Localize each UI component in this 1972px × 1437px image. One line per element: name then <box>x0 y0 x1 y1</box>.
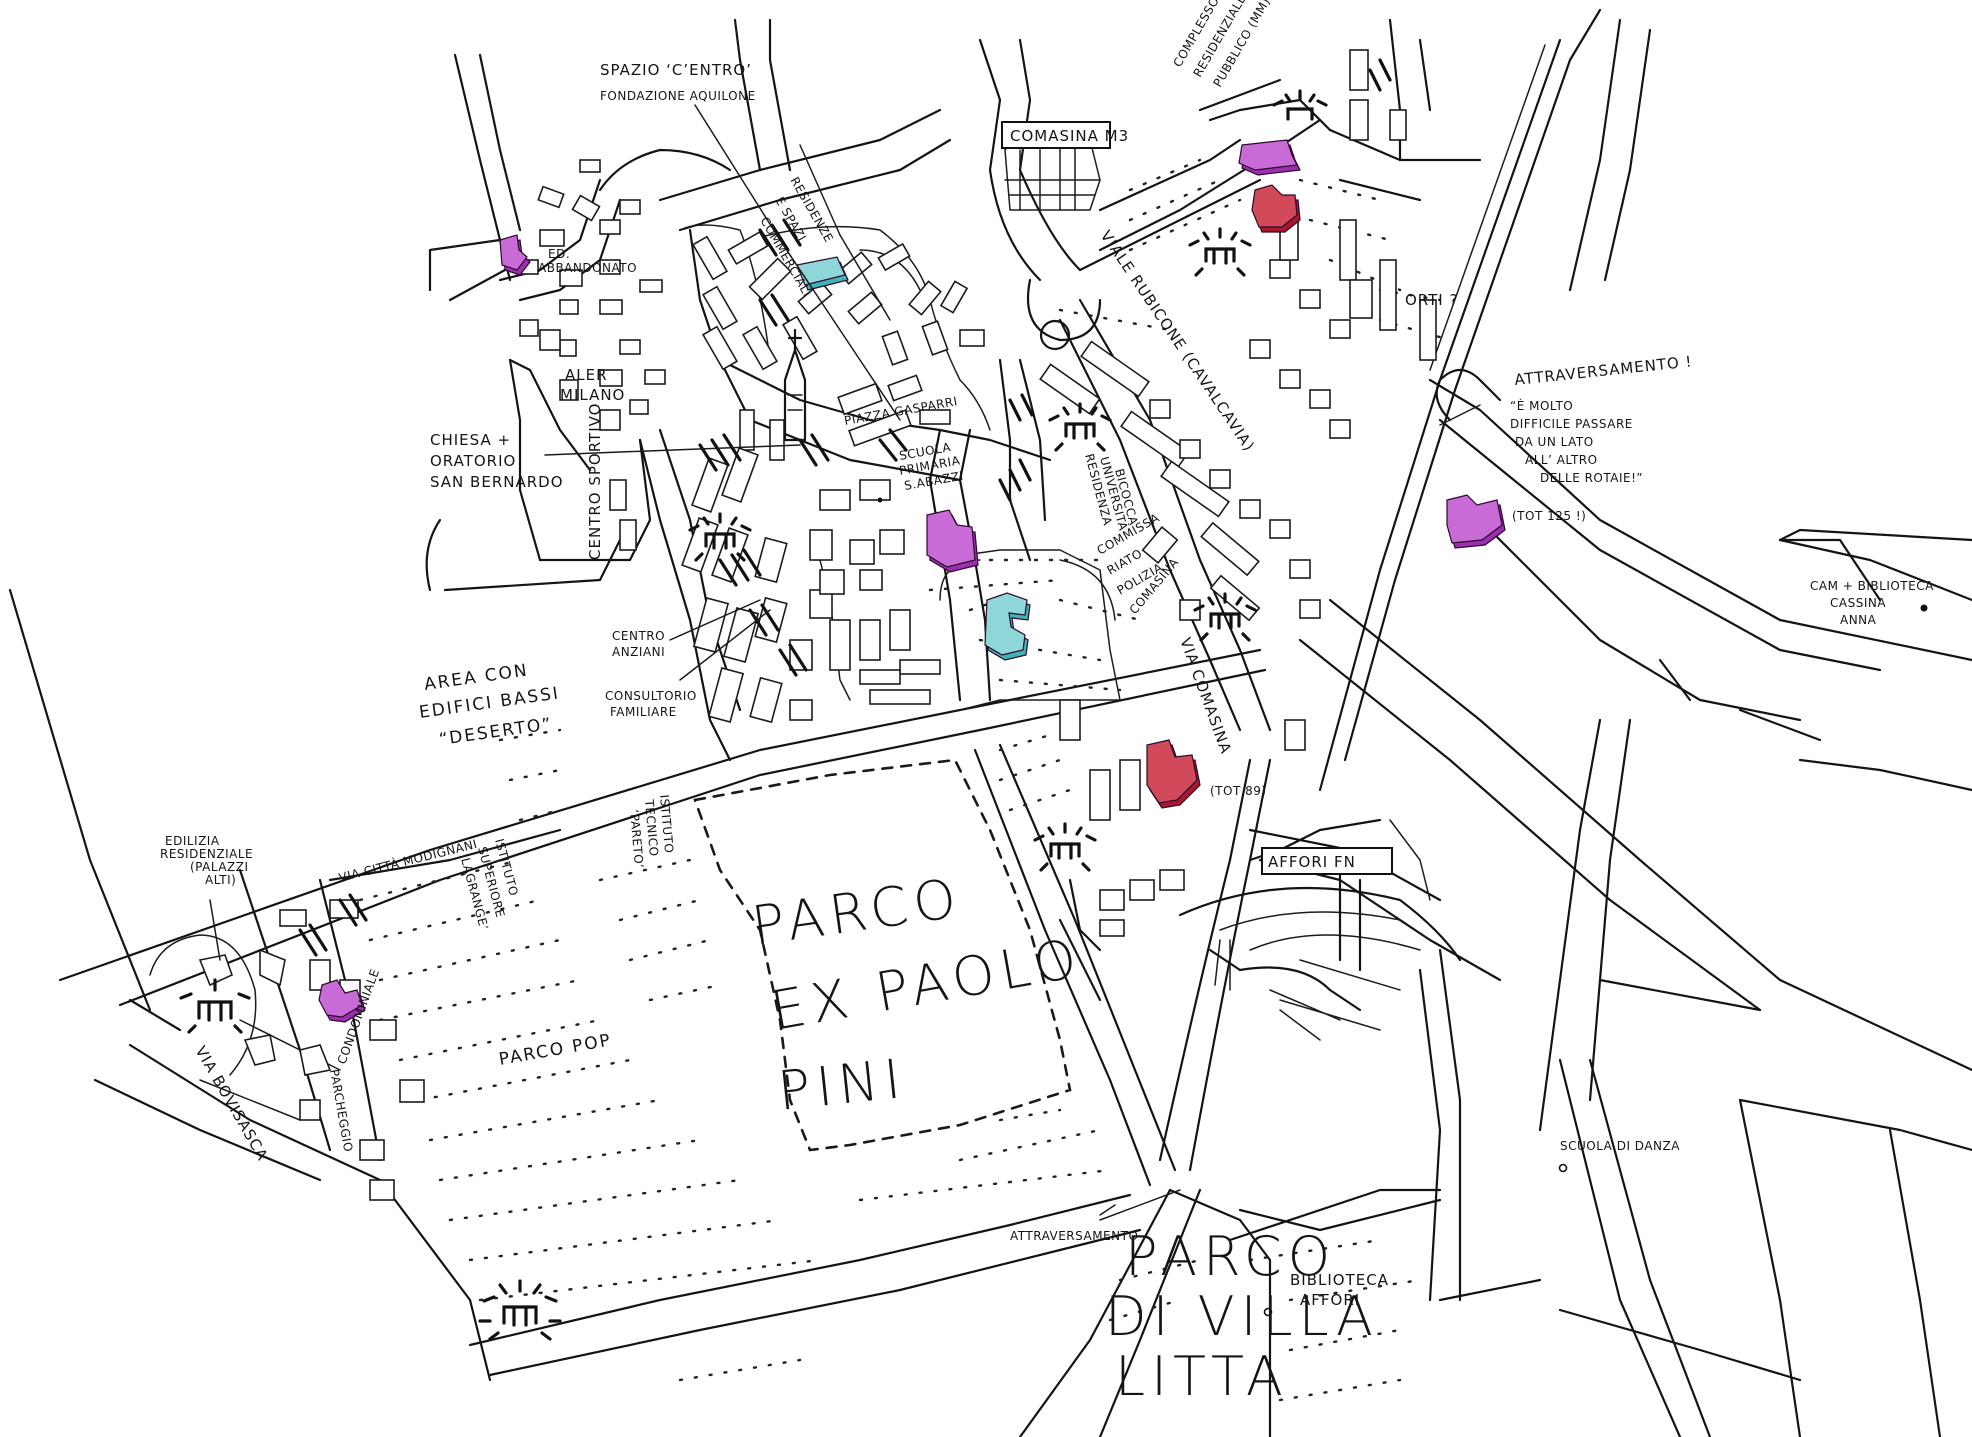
leader-lines <box>209 104 1481 1221</box>
label-affori-fn: AFFORI FN <box>1268 853 1356 871</box>
label-parcheggio: PARCHEGGIO <box>327 1068 355 1153</box>
label-tot125: (TOT 125 !) <box>1512 509 1586 523</box>
label-edilizia-3: (PALAZZI <box>190 860 249 874</box>
label-attraversamento: ATTRAVERSAMENTO ! <box>1514 352 1694 389</box>
scuola-danza-dot <box>1558 1163 1568 1173</box>
building-top-face <box>926 509 976 568</box>
buildings <box>198 49 1437 1201</box>
label-fondazione: FONDAZIONE AQUILONE <box>600 89 756 103</box>
label-attraversamento-5: ALL’ ALTRO <box>1525 453 1598 467</box>
label-affori: AFFORI <box>1300 1291 1360 1309</box>
hatch-marks <box>298 58 1392 957</box>
label-oratorio: ORATORIO <box>430 452 516 470</box>
affori-station-icon <box>1178 868 1462 1041</box>
violet-building-school <box>926 509 979 573</box>
building-top-face <box>1251 184 1298 228</box>
label-ed: ED. <box>548 247 570 261</box>
label-parco-ex-3: PINI <box>775 1047 910 1123</box>
building-top-face <box>796 256 846 286</box>
highlighted-buildings <box>318 139 1506 1023</box>
map-labels: SPAZIO ‘C’ENTRO’ FONDAZIONE AQUILONE COM… <box>160 0 1934 1408</box>
building-top-face <box>499 234 528 271</box>
label-parco-villa-3: LITTA <box>1115 1345 1289 1408</box>
critical-spot-markers <box>179 89 1328 1341</box>
building-top-face <box>1146 739 1198 804</box>
teal-building-c <box>984 592 1031 661</box>
biblioteca-dot <box>1263 1307 1273 1317</box>
teal-building-top <box>796 256 849 291</box>
label-edilizia-2: RESIDENZIALE <box>160 847 253 861</box>
burst-marker <box>1193 592 1257 642</box>
label-tot89: (TOT 89) <box>1210 784 1267 798</box>
burst-marker <box>179 978 251 1034</box>
building-top-face <box>1238 139 1298 171</box>
building-top-face <box>984 592 1028 656</box>
red-building-complesso <box>1251 184 1301 233</box>
label-parco-pop: PARCO POP <box>497 1030 613 1070</box>
parco-ex-paolo-pini-boundary <box>693 758 1072 1152</box>
label-deserto: “DESERTO” <box>438 714 554 750</box>
violet-building-tot125 <box>1446 494 1506 549</box>
building-top-face <box>1446 494 1503 544</box>
label-parco-villa-2: DI VILLA <box>1105 1285 1379 1348</box>
label-san-bernardo: SAN BERNARDO <box>430 473 564 491</box>
label-familiare: FAMILIARE <box>610 705 677 719</box>
affori-fn-box <box>1261 847 1393 875</box>
label-edilizia-4: ALTI) <box>205 873 236 887</box>
label-anziani: ANZIANI <box>612 645 665 659</box>
burst-marker <box>478 1279 562 1341</box>
label-orti: ORTI ? <box>1405 291 1458 309</box>
violet-building-lower-left <box>318 979 366 1023</box>
label-parco-ex-1: PARCO <box>748 866 966 958</box>
church-icon <box>783 328 807 442</box>
burst-marker <box>688 512 752 562</box>
scuola-dot <box>877 497 883 503</box>
label-spazio-centro: SPAZIO ‘C’ENTRO’ <box>600 61 752 79</box>
label-centro-sportivo: CENTRO SPORTIVO <box>586 403 604 560</box>
building-top-face <box>318 979 363 1018</box>
label-chiesa: CHIESA + <box>430 431 511 449</box>
label-attraversamento-3: DIFFICILE PASSARE <box>1510 417 1633 431</box>
label-pareto: ‘PARETO’ <box>627 809 646 869</box>
green-areas <box>358 158 1452 1402</box>
label-aler: ALER <box>565 366 608 384</box>
label-comasina-m3: COMASINA M3 <box>1010 127 1129 145</box>
violet-building-complesso <box>1238 139 1301 176</box>
comasina-m3-box <box>1001 121 1111 149</box>
label-cassina: CASSINA <box>1830 596 1886 610</box>
label-anna: ANNA <box>1840 613 1877 627</box>
label-attraversamento-2: “È MOLTO <box>1510 398 1573 413</box>
label-consultorio: CONSULTORIO <box>605 689 697 703</box>
burst-marker <box>1033 822 1097 872</box>
label-via-modignani: VIA CITTÀ MODIGNANI <box>337 836 479 885</box>
label-centro-anziani: CENTRO <box>612 629 665 643</box>
label-attraversamento-4: DA UN LATO <box>1515 435 1594 449</box>
label-scuola-danza: SCUOLA DI DANZA <box>1560 1139 1680 1153</box>
label-edilizia: EDILIZIA <box>165 834 220 848</box>
road-network <box>8 8 1972 1437</box>
label-milano: MILANO <box>560 386 625 404</box>
label-istituto-pareto: ISTITUTO <box>657 794 676 854</box>
label-parco-villa-1: PARCO <box>1125 1225 1336 1288</box>
burst-marker <box>1188 227 1252 277</box>
label-attraversamento-small: ATTRAVERSAMENTO <box>1010 1229 1138 1243</box>
label-biblioteca: BIBLIOTECA <box>1290 1271 1389 1289</box>
label-tecnico: TECNICO <box>642 798 661 857</box>
burst-marker <box>1272 89 1328 121</box>
label-cam: CAM + BIBLIOTECA <box>1810 579 1934 593</box>
burst-marker <box>1048 402 1112 452</box>
red-building-tot89 <box>1146 739 1201 809</box>
label-attraversamento-6: DELLE ROTAIE!” <box>1540 471 1643 485</box>
cam-biblioteca-dot <box>1920 604 1928 612</box>
violet-building-ed-abbandonato <box>499 234 531 276</box>
label-abbandonato: ABBANDONATO <box>538 261 637 275</box>
